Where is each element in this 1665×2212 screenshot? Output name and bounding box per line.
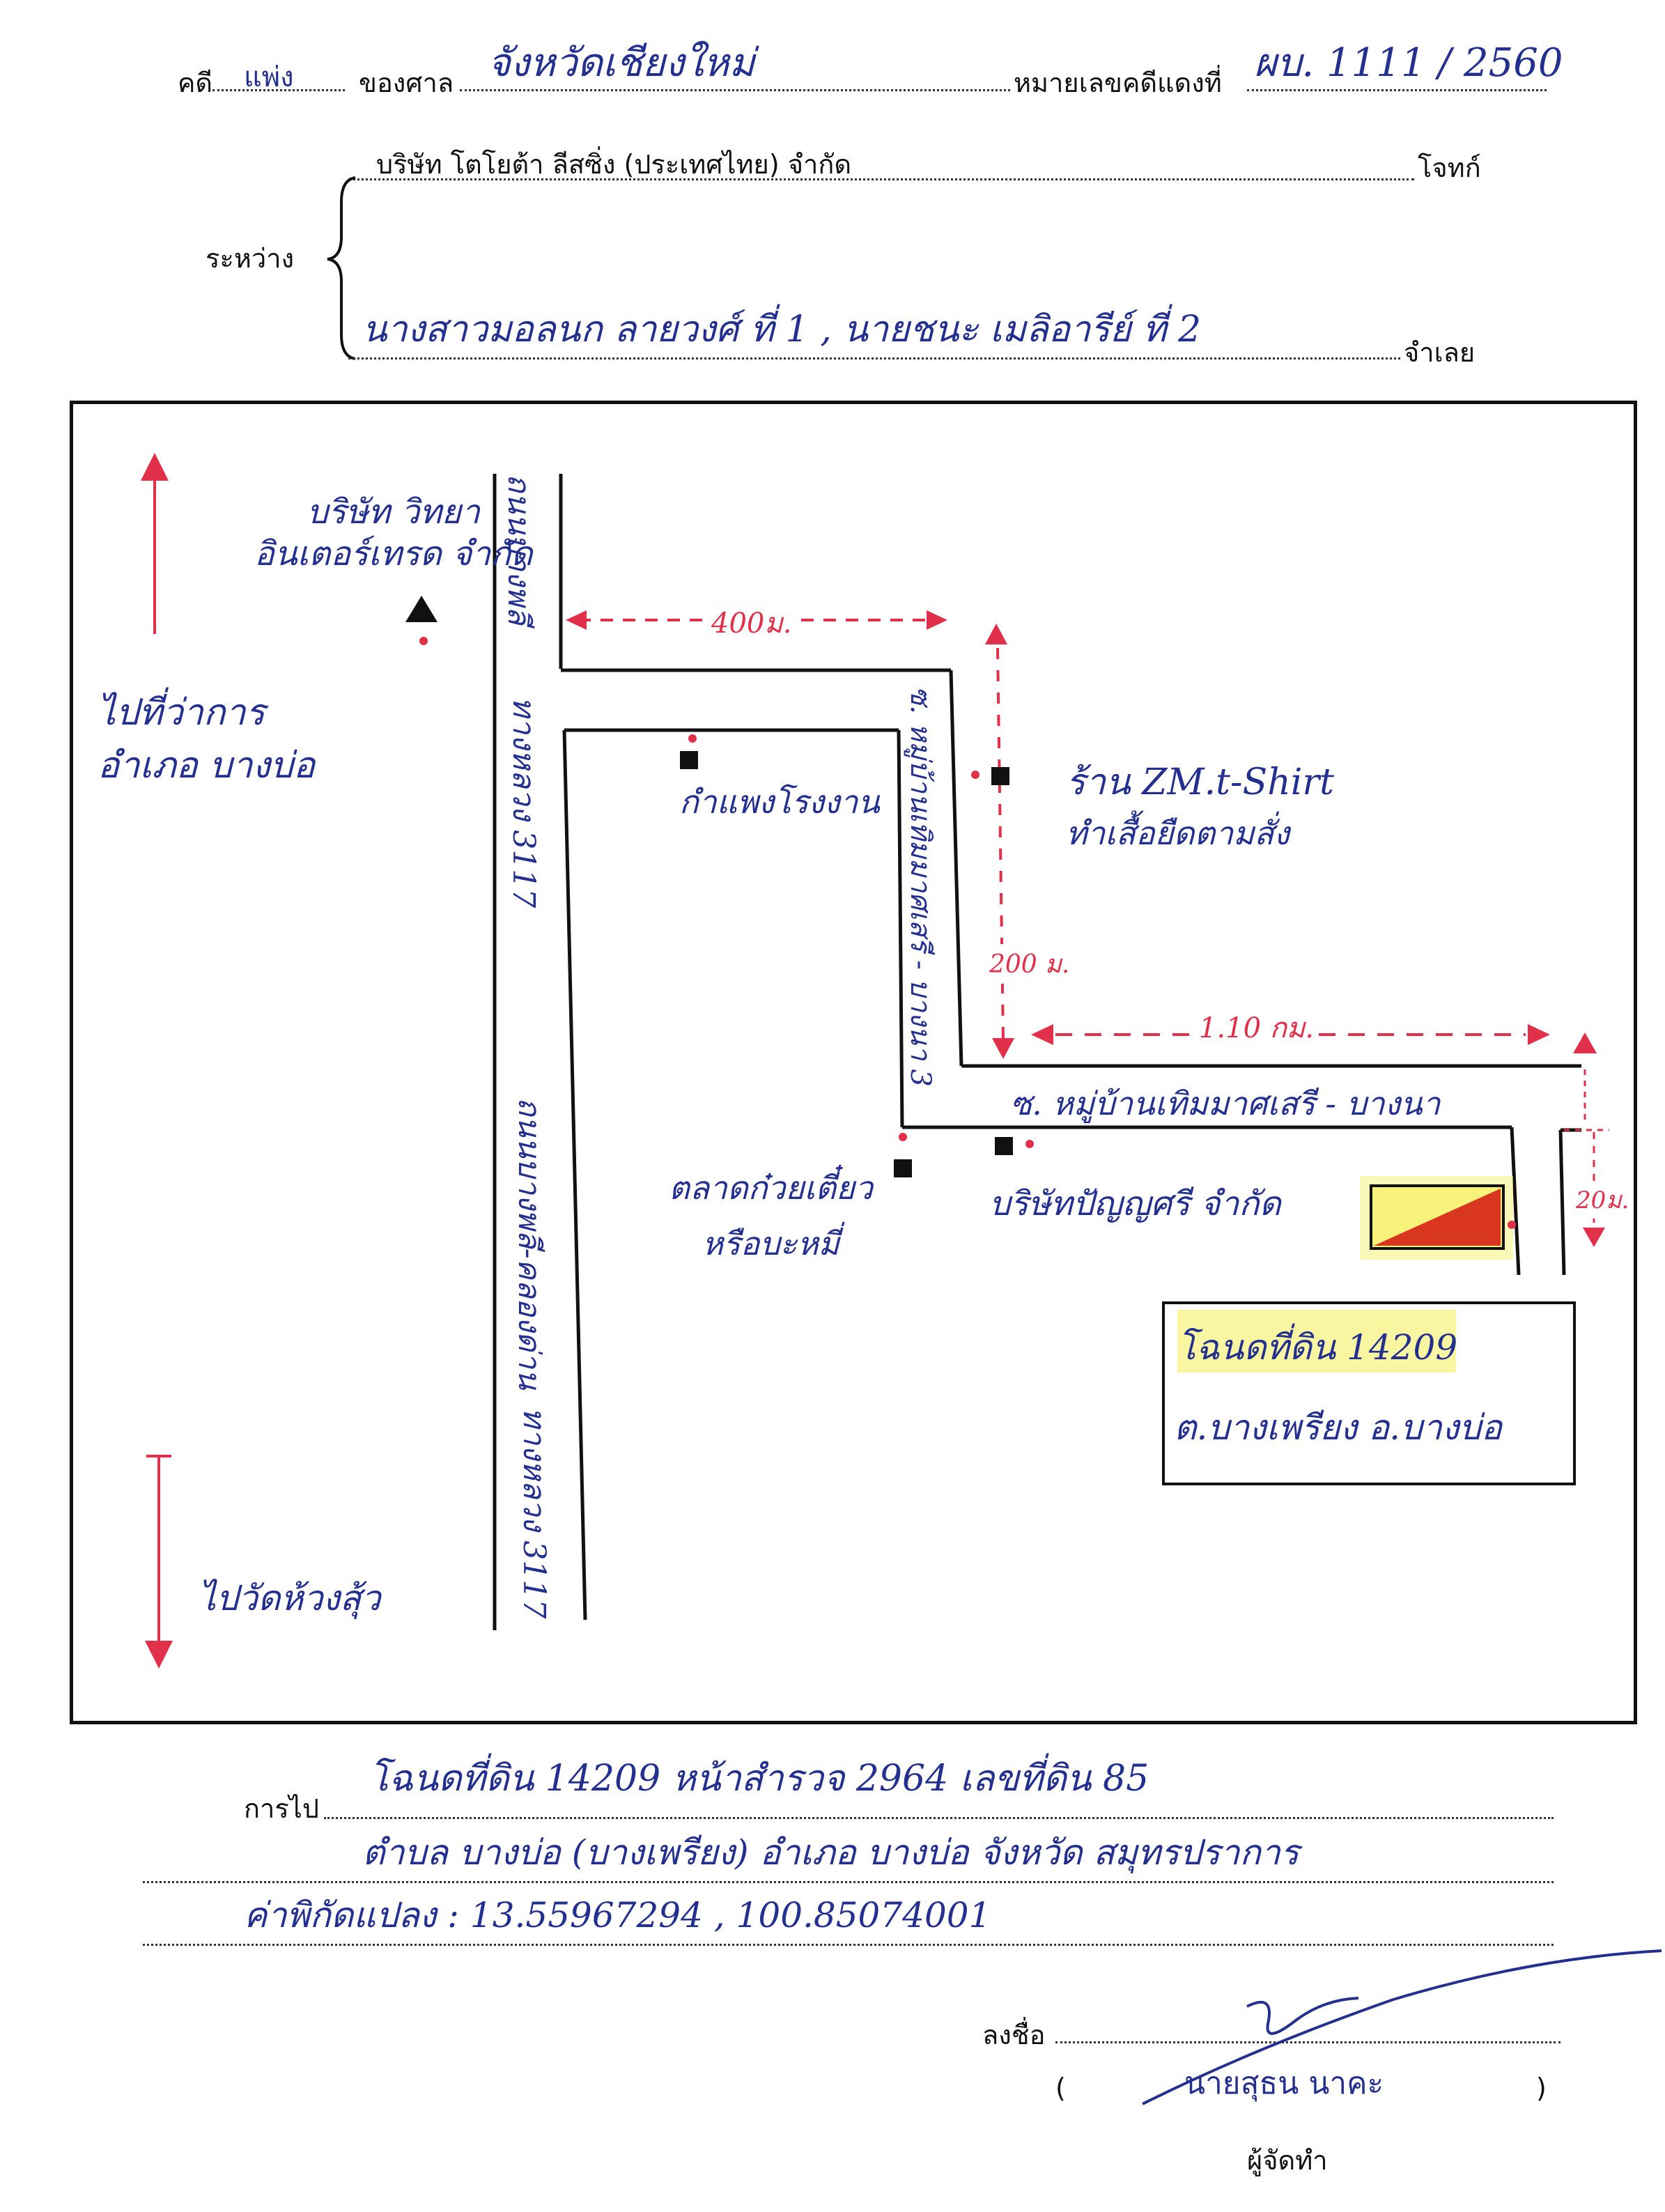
- red-case-number: ผบ. 1111 / 2560: [1254, 40, 1563, 86]
- deed-line2: ต.บางเพรียง อ.บางบ่อ: [1174, 1407, 1503, 1448]
- dist-200: 200 ม.: [989, 944, 1070, 984]
- company-vitaya: บริษัท วิทยา อินเตอร์เทรด จำกัด: [254, 493, 533, 573]
- kamphaeng-label: กำแพงโรงงาน: [679, 783, 880, 821]
- road-3117-top: ทางหลวง 3117: [506, 697, 541, 908]
- defendant-line: [348, 357, 1400, 359]
- shop-desc: ทำเสื้อยืดตามสั่ง: [1066, 814, 1290, 852]
- sign-label: ลงชื่อ: [982, 2020, 1046, 2050]
- court-label: ของศาล: [359, 68, 454, 98]
- plaintiff-line: [348, 178, 1414, 180]
- plaintiff-name: บริษัท โตโยต้า ลีสซิ่ง (ประเทศไทย) จำกัด: [376, 149, 852, 180]
- case-label: คดี: [178, 68, 213, 98]
- plaintiff-label: โจทก์: [1418, 153, 1481, 183]
- directions-label: การไป: [244, 1793, 319, 1824]
- soi-horizontal: ซ. หมู่บ้านเทิมมาศเสรี - บางนา: [1010, 1085, 1441, 1122]
- road-left-top: ถนนบางพลี: [501, 474, 536, 625]
- directions-line1: โฉนดที่ดิน 14209 หน้าสำรวจ 2964 เลขที่ดิ…: [369, 1758, 1149, 1800]
- defendants: นางสาวมอลนก ลายวงศ์ ที่ 1 , นายชนะ เมลิอ…: [362, 309, 1202, 350]
- sign-line: [1055, 2041, 1561, 2043]
- shop-name: ร้าน ZM.t-Shirt: [1066, 761, 1335, 803]
- market-label: ตลาดก๋วยเตี๋ยว หรือบะหมี่: [669, 1169, 873, 1262]
- red-case-label: หมายเลขคดีแดงที่: [1014, 68, 1222, 98]
- deed-line1: โฉนดที่ดิน 14209: [1177, 1327, 1458, 1368]
- company-punyasri: บริษัทปัญญศรี จำกัด: [989, 1184, 1281, 1223]
- directions-line2-dots: [143, 1881, 1554, 1883]
- to-phraksa: ไปที่ว่าการ อำเภอ บางบ่อ: [98, 692, 316, 787]
- between-label: ระหว่าง: [206, 243, 295, 274]
- signer-role: ผู้จัดทำ: [1247, 2145, 1328, 2176]
- case-type-line: [212, 89, 345, 91]
- directions-line3-dots: [143, 1944, 1554, 1946]
- case-type: แพ่ง: [244, 61, 294, 93]
- close-paren: ): [1536, 2073, 1547, 2103]
- dist-400: 400ม.: [707, 601, 796, 645]
- to-wat: ไปวัดห้วงสุ้ว: [199, 1578, 381, 1618]
- defendant-label: จำเลย: [1404, 337, 1476, 368]
- court-line: [460, 89, 1010, 91]
- open-paren: (: [1055, 2073, 1066, 2103]
- road-3117-bottom: ทางหลวง 3117: [516, 1407, 552, 1619]
- court-name: จังหวัดเชียงใหม่: [488, 40, 755, 86]
- road-left-bottom: ถนนบางพลี-คลองด่าน: [511, 1097, 547, 1390]
- directions-line1-dots: [324, 1817, 1554, 1819]
- red-case-line: [1247, 89, 1547, 91]
- map-frame: [70, 401, 1637, 1724]
- directions-line3: ค่าพิกัดแปลง : 13.55967294 , 100.8507400…: [244, 1895, 991, 1935]
- directions-line2: ตำบล บางบ่อ (บางเพรียง) อำเภอ บางบ่อ จัง…: [362, 1832, 1299, 1873]
- brace-path: [327, 176, 356, 360]
- dist-20: 20ม.: [1576, 1181, 1629, 1219]
- soi-vertical: ซ. หมู่บ้านเทิมมาศเสรี - บางนา 3: [904, 686, 936, 1087]
- dist-110: 1.10 กม.: [1195, 1005, 1319, 1050]
- signer-name: นายสุธน นาคะ: [1184, 2066, 1384, 2101]
